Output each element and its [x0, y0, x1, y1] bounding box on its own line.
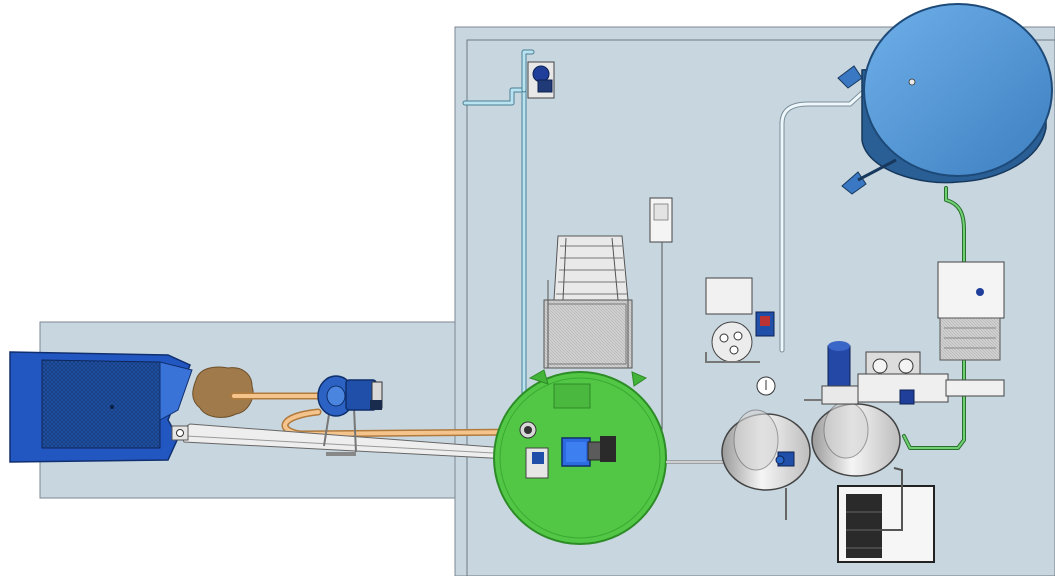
green-pipe: [902, 186, 966, 450]
control-box-icon: [649, 197, 673, 463]
gas-storage-tank-icon: [837, 3, 1053, 195]
vent-pipe-icon: [527, 61, 555, 99]
gas-pipe-light-blue: [462, 49, 535, 413]
feedstock-pile-icon: [192, 366, 254, 418]
screw-conveyor-icon: [171, 407, 533, 461]
stair-platform-icon: [543, 235, 633, 369]
blower-pump-icon: [317, 375, 383, 417]
process-pump-icon: [804, 341, 859, 405]
hopper-icon: [9, 351, 193, 463]
agitator-motor-icon: [525, 436, 616, 479]
boiler-unit-icon: [857, 261, 1005, 405]
gas-pipe-white: [779, 77, 913, 353]
gas-meter-icon: [705, 277, 776, 396]
ibc-container-icon: [837, 467, 935, 563]
floor-main-inner-edge: [466, 39, 1055, 576]
